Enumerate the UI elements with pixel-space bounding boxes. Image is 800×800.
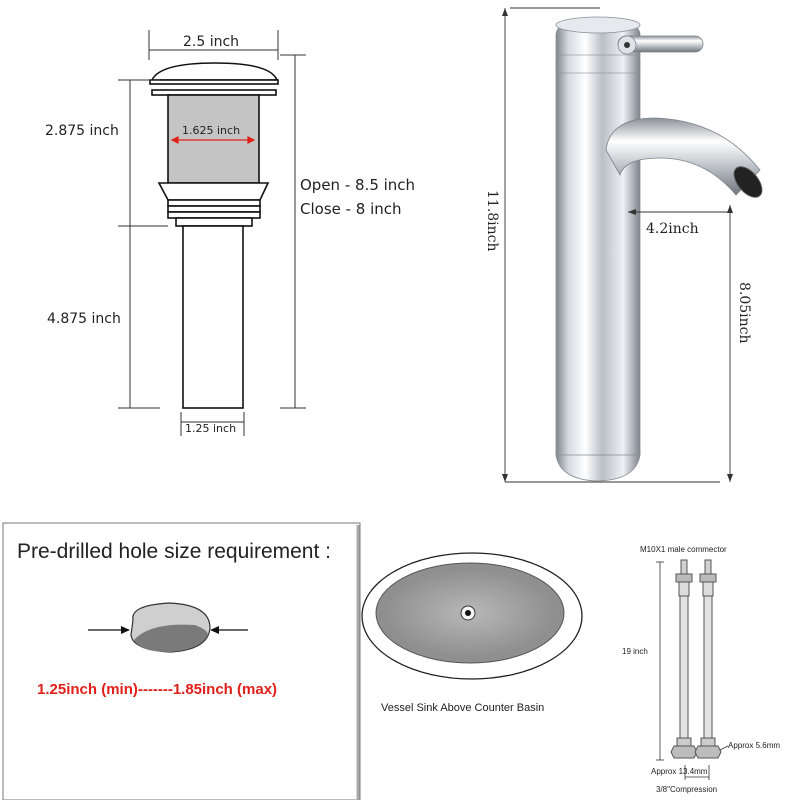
inner-width-label: 1.625 inch bbox=[182, 124, 241, 137]
faucet-dimension-arrows bbox=[502, 8, 733, 482]
faucet-body bbox=[555, 16, 763, 482]
drain-height-dimension bbox=[118, 54, 306, 409]
hole-range: 1.25inch (min)-------1.85inch (max) bbox=[37, 681, 278, 698]
inner-width-marker bbox=[170, 136, 256, 144]
upper-height-label: 2.875 inch bbox=[45, 123, 119, 139]
supply-dimensions bbox=[656, 561, 729, 780]
open-height-label: Open - 8.5 inch bbox=[300, 176, 416, 194]
approx-right-label: Approx 5.6mm bbox=[728, 741, 781, 750]
approx-bottom-label: Approx 13.4mm bbox=[651, 767, 708, 776]
connector-label: M10X1 male commector bbox=[640, 545, 727, 554]
drain-width-label: 2.5 inch bbox=[183, 34, 240, 50]
drain-width-dimension bbox=[148, 30, 279, 60]
hole-panel bbox=[2, 522, 361, 800]
pipe-width-label: 1.25 inch bbox=[185, 422, 237, 435]
supply-hoses bbox=[670, 559, 722, 759]
total-height-label: 11.8inch bbox=[484, 190, 500, 252]
spout-height-label: 8.05inch bbox=[736, 282, 752, 344]
sink-caption: Vessel Sink Above Counter Basin bbox=[381, 702, 545, 714]
vessel-sink bbox=[361, 552, 583, 680]
pipe-width-dimension bbox=[180, 412, 245, 436]
lower-height-label: 4.875 inch bbox=[47, 311, 121, 327]
spout-reach-label: 4.2inch bbox=[646, 221, 699, 237]
faucet-dimensions bbox=[504, 7, 731, 483]
drain-body bbox=[149, 62, 279, 409]
hose-length-label: 19 inch bbox=[622, 647, 648, 656]
close-height-label: Close - 8 inch bbox=[300, 200, 402, 218]
hole-title: Pre-drilled hole size requirement : bbox=[17, 540, 331, 563]
compression-label: 3/8"Compression bbox=[656, 785, 718, 794]
